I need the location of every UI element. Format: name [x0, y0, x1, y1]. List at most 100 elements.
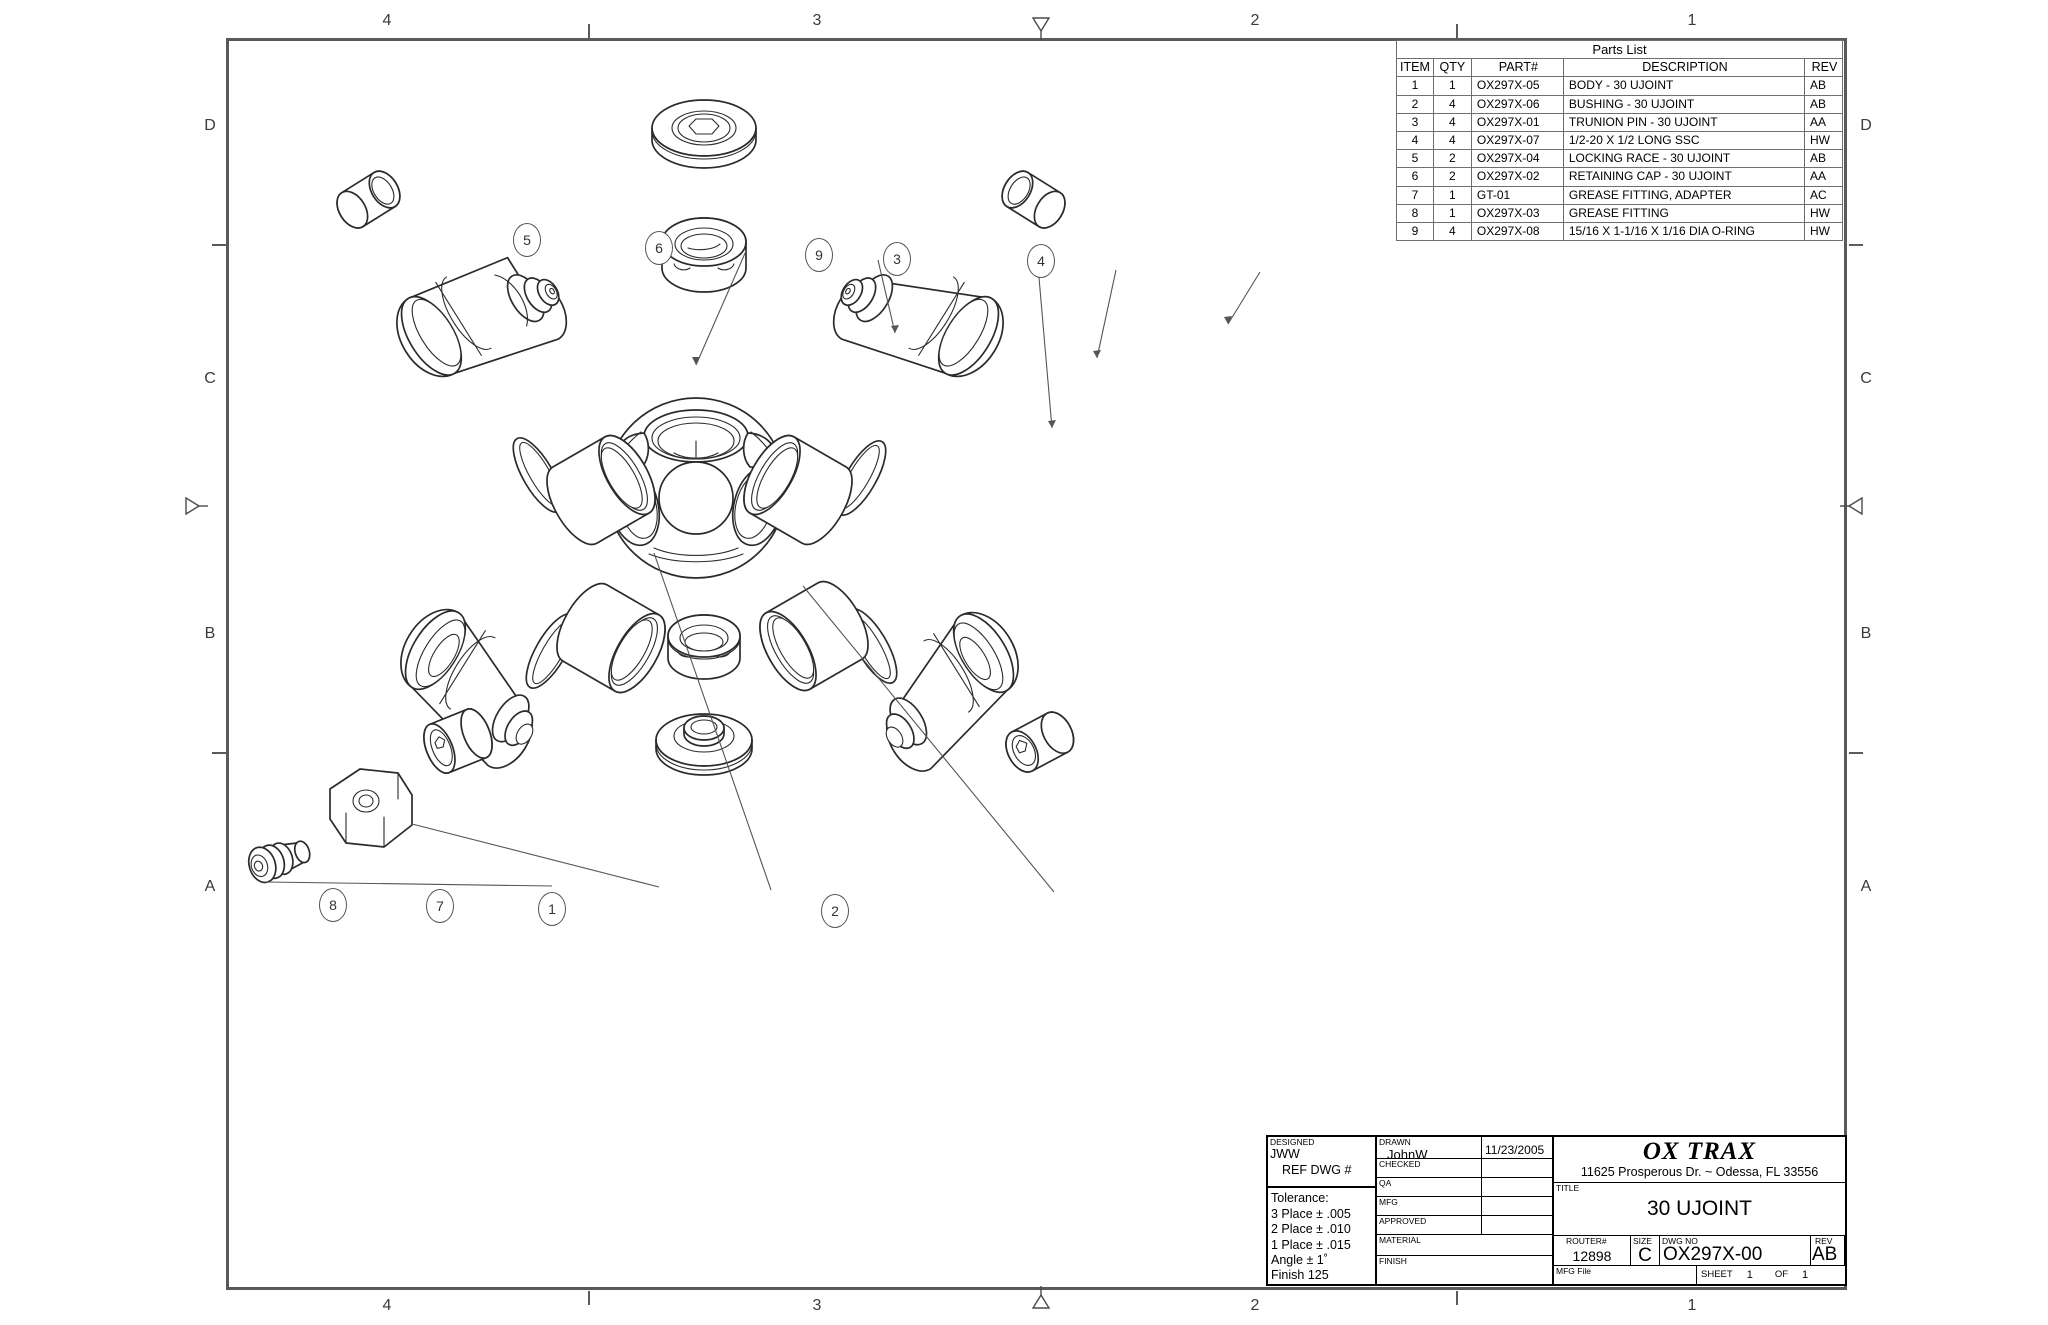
part-trunion-pin-upper-left [396, 256, 568, 378]
material-cell: MATERIAL [1377, 1235, 1482, 1257]
finish-label: FINISH [1379, 1256, 1407, 1267]
balloon-5[interactable]: 5 [513, 223, 541, 257]
cell-description: 1/2-20 X 1/2 LONG SSC [1562, 131, 1806, 151]
cell-description: GREASE FITTING [1562, 203, 1806, 224]
zone-label-top-4: 4 [382, 12, 392, 29]
zone-label-bottom-2: 2 [1250, 1297, 1260, 1314]
zone-label-top-3: 3 [812, 12, 822, 29]
size-label: SIZE [1633, 1236, 1652, 1247]
table-row: 5 2 OX297X-04 LOCKING RACE - 30 UJOINT A… [1396, 149, 1843, 169]
cell-item: 6 [1396, 167, 1434, 187]
cell-part: GT-01 [1470, 185, 1564, 205]
tolerance-line-1place: 1 Place ± .015 [1271, 1237, 1351, 1252]
cell-qty: 4 [1432, 222, 1472, 242]
part-retaining-cap-bottom [655, 713, 753, 776]
sheet-number: 1 [1746, 1268, 1753, 1281]
cell-part: OX297X-07 [1470, 131, 1564, 151]
size-value: C [1638, 1244, 1652, 1266]
rev-value: AB [1812, 1243, 1838, 1265]
exploded-assembly-drawing: .ln { fill:none; stroke:#2b2b2b; stroke-… [247, 99, 1261, 893]
tolerance-line-3place: 3 Place ± .005 [1271, 1206, 1351, 1221]
balloon-4[interactable]: 4 [1027, 244, 1055, 278]
drawn-value: JohnW [1387, 1147, 1428, 1162]
material-value-cell [1482, 1235, 1552, 1257]
zone-label-bottom-1: 1 [1687, 1297, 1697, 1314]
leader-8 [265, 881, 553, 887]
zone-label-top-2: 2 [1250, 12, 1260, 29]
tolerance-heading: Tolerance: [1271, 1191, 1329, 1206]
cell-part: OX297X-03 [1470, 203, 1564, 224]
cell-rev: AB [1804, 149, 1843, 169]
tolerance-line-2place: 2 Place ± .010 [1271, 1222, 1351, 1237]
part-bushing-lower-right [759, 580, 869, 692]
cell-part: OX297X-05 [1470, 76, 1564, 96]
size-cell: SIZE C [1631, 1236, 1660, 1266]
cell-item: 5 [1396, 149, 1434, 169]
balloon-6[interactable]: 6 [645, 231, 673, 265]
approved-date-cell [1482, 1216, 1552, 1236]
finish-value-cell [1482, 1256, 1552, 1284]
sheet-total: 1 [1802, 1268, 1809, 1281]
leader-3 [1096, 269, 1117, 359]
router-value: 12898 [1572, 1247, 1612, 1264]
cell-description: 15/16 X 1-1/16 X 1/16 DIA O-RING [1562, 222, 1806, 242]
table-row: 8 1 OX297X-03 GREASE FITTING HW [1396, 203, 1843, 224]
dwg-no-cell: DWG NO OX297X-00 [1660, 1236, 1811, 1265]
cell-qty: 1 [1432, 185, 1472, 205]
title-block-right-column: OX TRAX 11625 Prosperous Dr. ~ Odessa, F… [1554, 1137, 1845, 1284]
title-block: DESIGNED JWW REF DWG # Tolerance: 3 Plac… [1266, 1135, 1847, 1286]
mfg-cell: MFG [1377, 1197, 1482, 1217]
cell-rev: HW [1804, 131, 1843, 151]
dwg-no-value: OX297X-00 [1663, 1243, 1763, 1265]
datum-marker-top [1031, 17, 1051, 40]
datum-marker-left [185, 496, 208, 516]
cell-item: 2 [1396, 94, 1434, 114]
leader-1 [653, 552, 772, 891]
company-name: OX TRAX [1642, 1138, 1757, 1166]
cell-qty: 1 [1432, 76, 1472, 96]
cell-part: OX297X-06 [1470, 94, 1564, 114]
zone-label-left-D: D [204, 117, 216, 134]
cell-rev: HW [1804, 203, 1843, 224]
cell-rev: AC [1804, 185, 1843, 205]
part-grease-fitting-zerk [247, 840, 311, 884]
table-row: 7 1 GT-01 GREASE FITTING, ADAPTER AC [1396, 185, 1843, 205]
cell-description: BUSHING - 30 UJOINT [1562, 94, 1806, 114]
table-row: 2 4 OX297X-06 BUSHING - 30 UJOINT AB [1396, 94, 1843, 114]
drawing-title-cell: TITLE 30 UJOINT [1554, 1183, 1845, 1237]
dwg-no-label: DWG NO [1662, 1236, 1698, 1247]
drawn-date-value: 11/23/2005 [1485, 1143, 1545, 1157]
balloon-3[interactable]: 3 [883, 242, 911, 276]
leader-6 [877, 259, 896, 334]
mfg-file-cell: MFG File [1554, 1265, 1697, 1284]
qa-cell: QA [1377, 1177, 1482, 1198]
company-cell: OX TRAX 11625 Prosperous Dr. ~ Odessa, F… [1554, 1137, 1845, 1183]
sheet-cell: SHEET 1 OF 1 [1697, 1266, 1845, 1284]
table-row: 6 2 OX297X-02 RETAINING CAP - 30 UJOINT … [1396, 167, 1843, 187]
balloon-8[interactable]: 8 [319, 888, 347, 922]
cell-qty: 4 [1432, 112, 1472, 133]
balloon-2[interactable]: 2 [821, 894, 849, 928]
cell-item: 8 [1396, 203, 1434, 224]
mfg-file-row: MFG File SHEET 1 OF 1 [1554, 1265, 1845, 1284]
material-label: MATERIAL [1379, 1235, 1421, 1246]
zone-tick-top-mid-right [1456, 24, 1458, 38]
checked-date-cell [1482, 1159, 1552, 1178]
col-header-item: ITEM [1396, 58, 1434, 78]
zone-tick-bottom-mid-left [588, 1291, 590, 1305]
rev-cell: REV AB [1811, 1236, 1845, 1265]
checked-cell: CHECKED [1377, 1158, 1482, 1178]
zone-label-left-C: C [204, 370, 216, 387]
qa-label: QA [1379, 1177, 1392, 1188]
balloon-7[interactable]: 7 [426, 889, 454, 923]
company-address: 11625 Prosperous Dr. ~ Odessa, FL 33556 [1580, 1165, 1819, 1180]
zone-tick-top-mid-left [588, 24, 590, 38]
part-bushing-lower-left [556, 582, 666, 694]
leader-7 [411, 823, 660, 888]
sheet-label: SHEET [1701, 1269, 1733, 1281]
leader-5 [695, 250, 747, 366]
balloon-1[interactable]: 1 [538, 892, 566, 926]
cell-part: OX297X-02 [1470, 167, 1564, 187]
cell-description: TRUNION PIN - 30 UJOINT [1562, 112, 1806, 133]
balloon-9[interactable]: 9 [805, 238, 833, 272]
